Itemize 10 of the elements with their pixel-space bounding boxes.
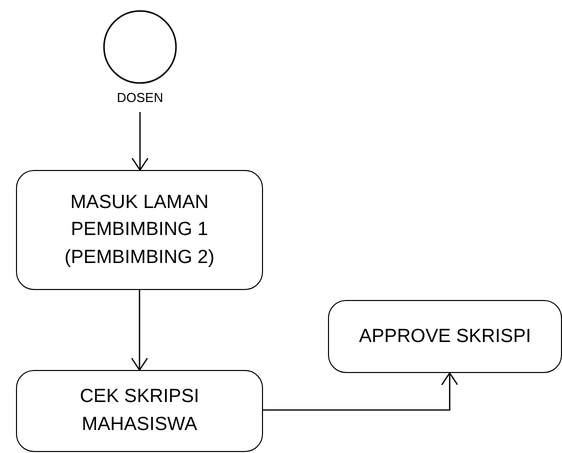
box-label: MASUK LAMAN PEMBIMBING 1 (PEMBIMBING 2)	[64, 190, 216, 270]
arrow	[131, 112, 149, 171]
arrow	[130, 290, 148, 371]
process-box	[16, 370, 263, 452]
arrow	[263, 372, 458, 411]
box-label: CEK SKRIPSI MAHASISWA	[78, 385, 200, 437]
process-box	[328, 300, 562, 373]
process-box	[16, 170, 263, 290]
actor-label: DOSEN	[116, 90, 164, 105]
box-label: APPROVE SKRISPI	[358, 324, 532, 349]
